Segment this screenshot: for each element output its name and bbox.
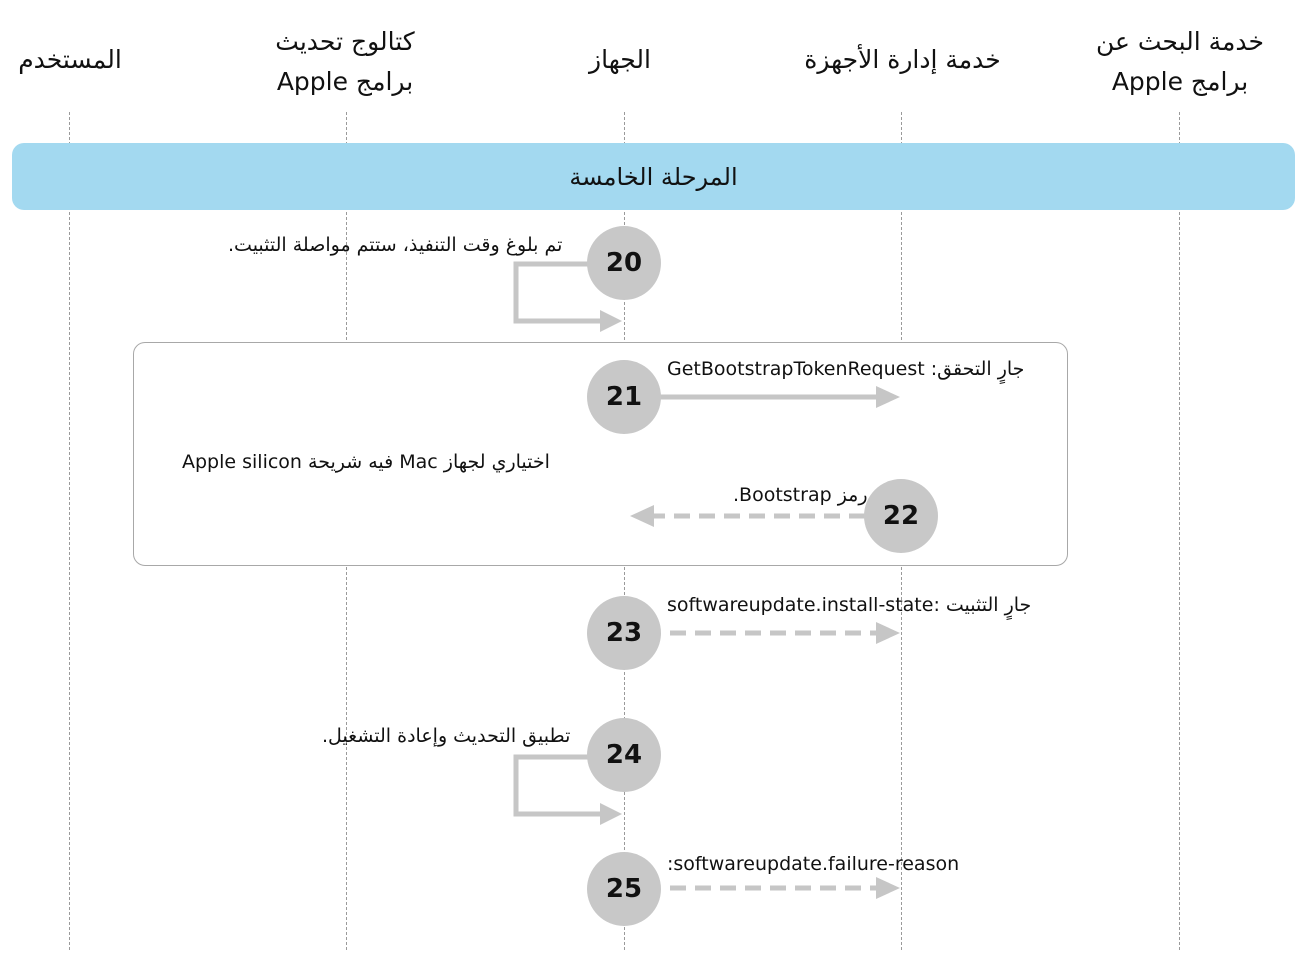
arrowhead-25: [876, 877, 900, 899]
lifeline-lookup: [1179, 112, 1180, 950]
step-25-circle: 25: [587, 852, 661, 926]
column-title: كتالوج تحديث: [275, 27, 415, 56]
step-22-circle: 22: [864, 479, 938, 553]
arrowhead-22: [630, 505, 654, 527]
column-header-lookup: خدمة البحث عن برامج Apple: [1085, 22, 1275, 102]
step-20-circle: 20: [587, 226, 661, 300]
self-loop-arrow-20: [513, 261, 604, 324]
column-header-device: الجهاز: [560, 40, 680, 80]
column-subtitle: برامج Apple: [1111, 67, 1249, 96]
column-header-catalog: كتالوج تحديث برامج Apple: [255, 22, 435, 102]
step-20-label: تم بلوغ وقت التنفيذ، ستتم مواصلة التثبيت…: [228, 234, 563, 256]
column-header-user: المستخدم: [5, 40, 135, 80]
arrowhead-23: [876, 622, 900, 644]
arrowhead-24: [600, 803, 622, 825]
phase-label: المرحلة الخامسة: [569, 162, 738, 191]
step-21-label: جارٍ التحقق: GetBootstrapTokenRequest: [667, 358, 1025, 380]
self-loop-arrow-24: [513, 754, 604, 817]
step-25-label: :softwareupdate.failure-reason: [667, 853, 960, 875]
step-21-circle: 21: [587, 360, 661, 434]
step-23-label: جارٍ التثبيت :softwareupdate.install-sta…: [667, 594, 1032, 616]
column-title: خدمة إدارة الأجهزة: [804, 45, 1001, 74]
column-title: الجهاز: [589, 45, 651, 74]
step-22-label: رمز Bootstrap.: [733, 484, 868, 506]
lifeline-user: [69, 112, 70, 950]
column-header-mdm: خدمة إدارة الأجهزة: [795, 40, 1010, 80]
column-title: خدمة البحث عن: [1095, 27, 1264, 56]
phase-banner: المرحلة الخامسة: [12, 143, 1295, 210]
step-24-label: تطبيق التحديث وإعادة التشغيل.: [322, 725, 571, 747]
group-note: اختياري لجهاز Mac فيه شريحة Apple silico…: [182, 451, 550, 473]
arrowhead-20: [600, 310, 622, 332]
step-23-circle: 23: [587, 596, 661, 670]
arrowhead-21: [876, 386, 900, 408]
column-subtitle: برامج Apple: [276, 67, 414, 96]
step-24-circle: 24: [587, 718, 661, 792]
column-title: المستخدم: [18, 45, 122, 74]
